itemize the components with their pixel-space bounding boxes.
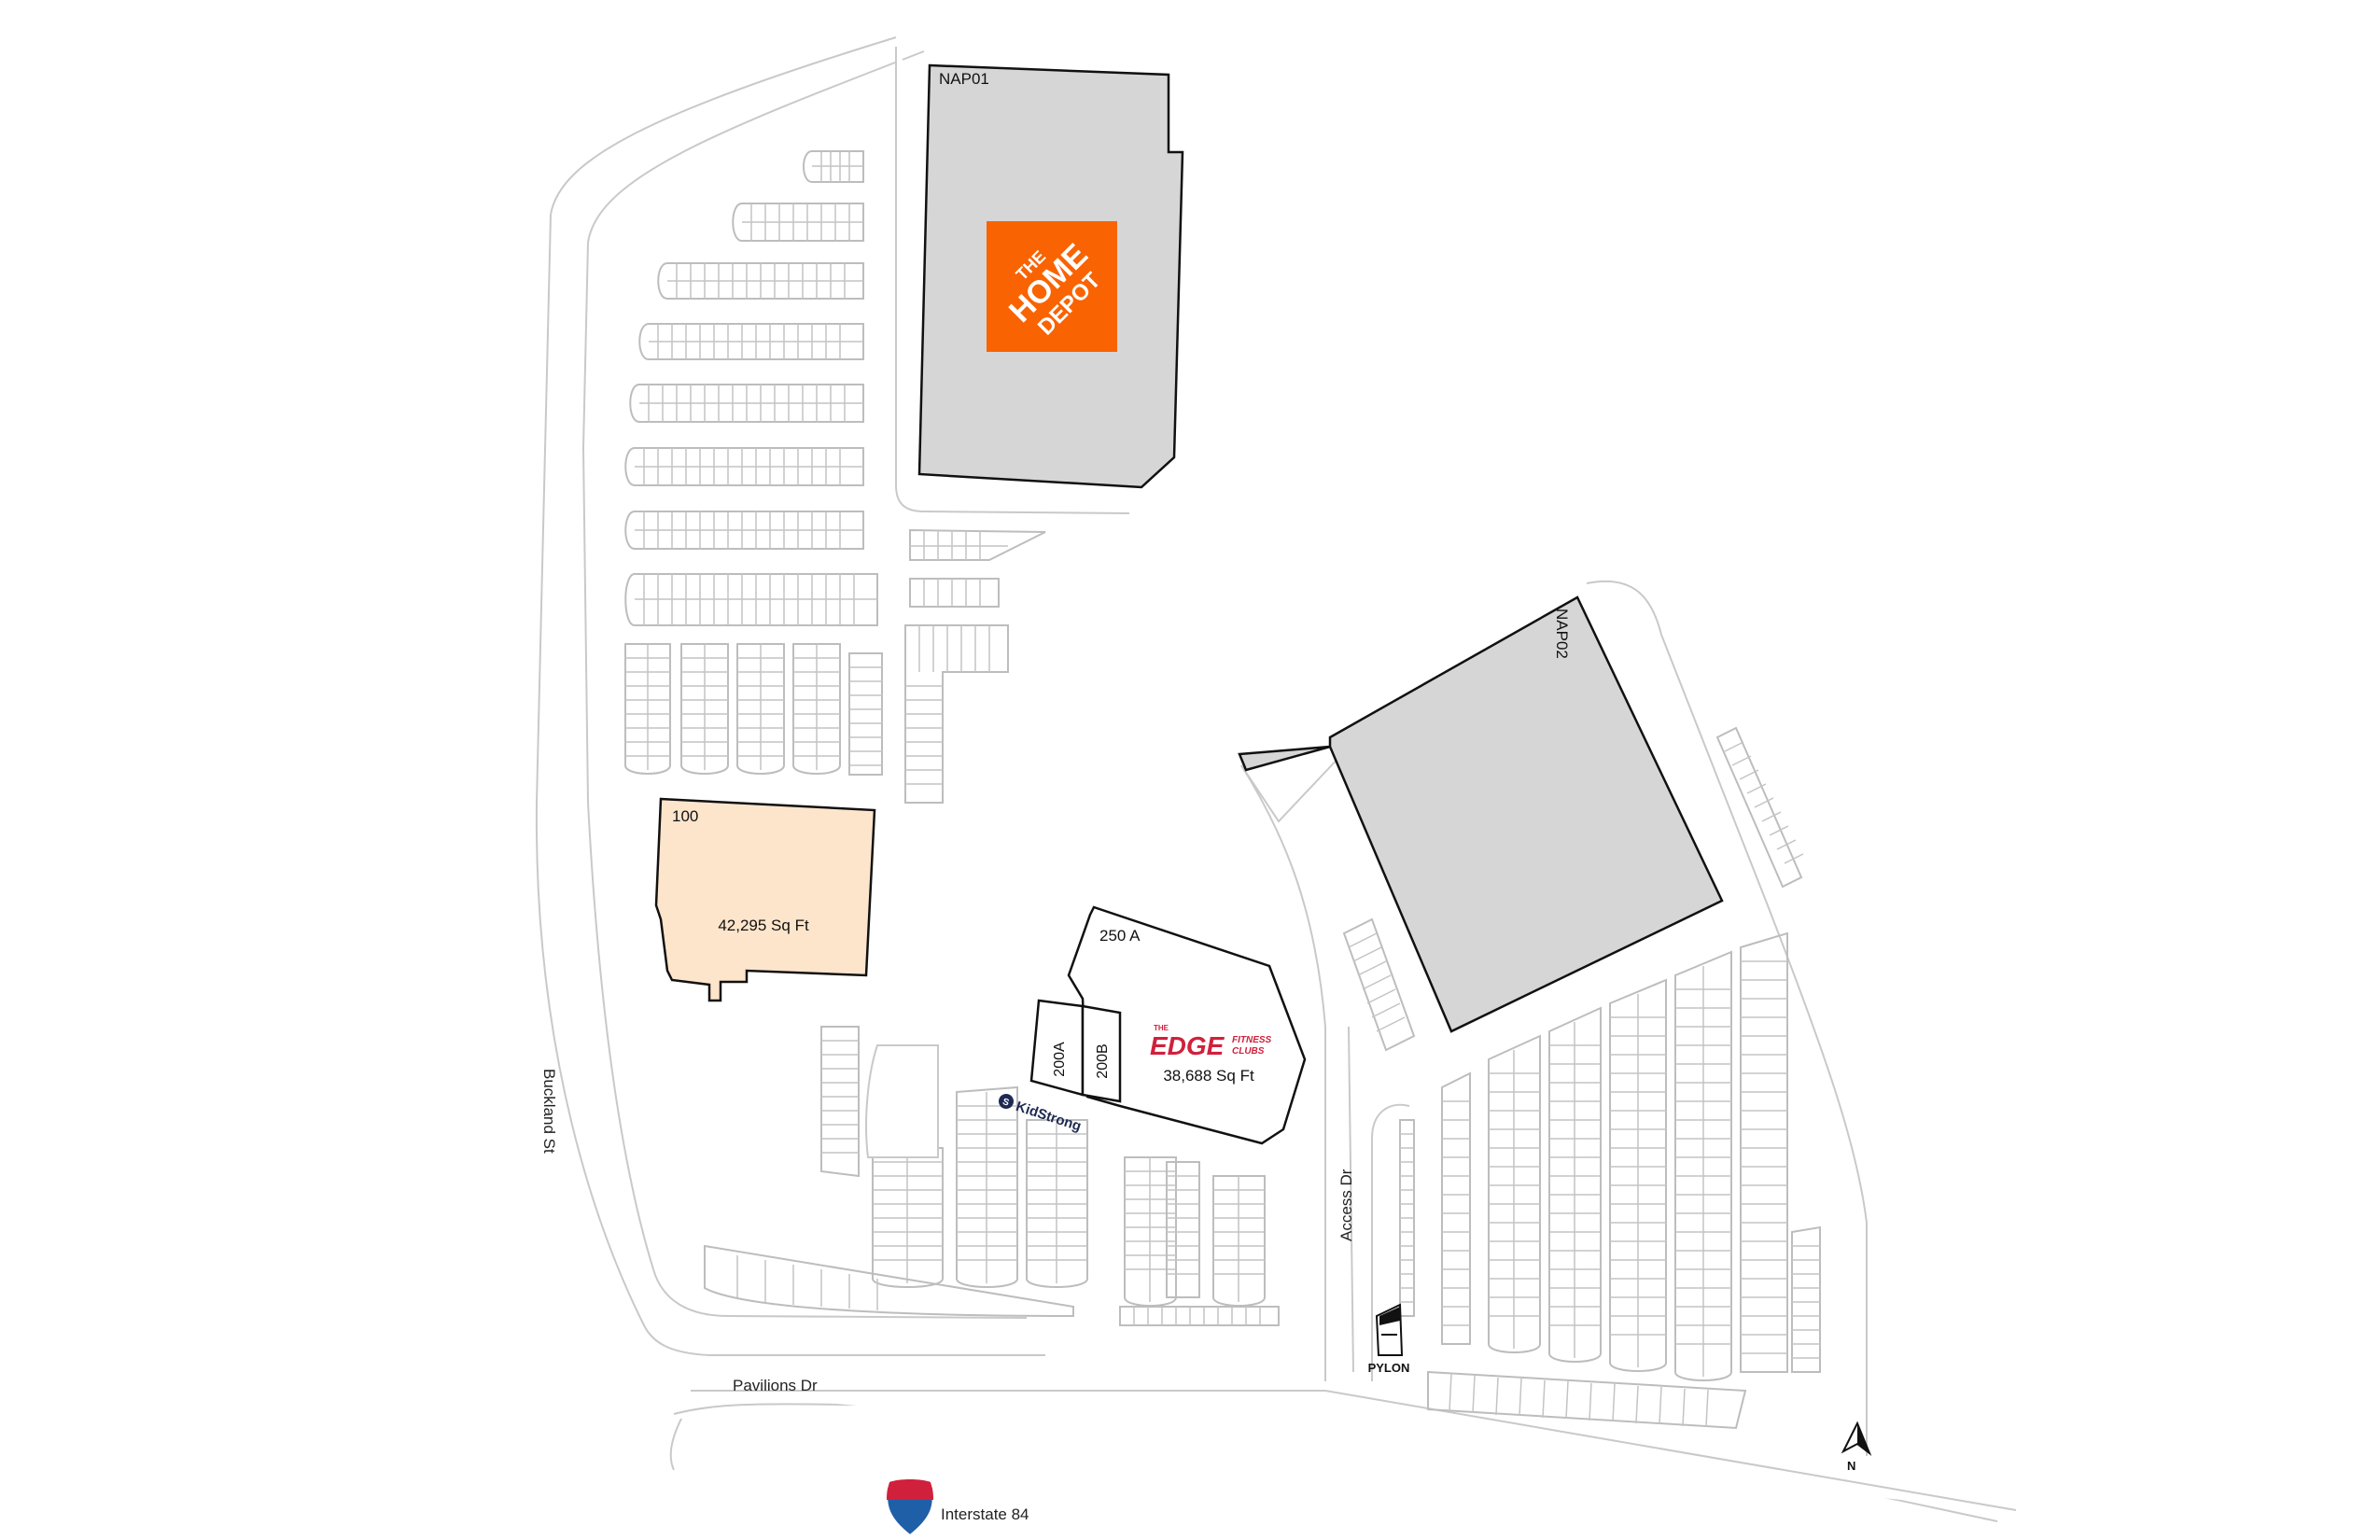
- interstate-shield-icon: [886, 1479, 934, 1537]
- north-arrow-icon: [1841, 1421, 1872, 1457]
- parking-row: [1674, 950, 1732, 1381]
- parking-row: [624, 573, 878, 626]
- pylon-sign-icon: [1375, 1303, 1404, 1356]
- parking-row: [820, 1026, 860, 1178]
- parking-row: [1212, 1175, 1266, 1307]
- parking-row: [1740, 931, 1788, 1373]
- parking-row: [624, 511, 864, 550]
- suite-label-200a: 200A: [1052, 1042, 1068, 1077]
- building-suite-200a[interactable]: 200A: [1029, 999, 1085, 1097]
- parking-row: [1609, 978, 1667, 1372]
- pavement-outlines: [535, 36, 2017, 1522]
- parking-row: [638, 323, 864, 360]
- kidstrong-badge-icon: [999, 1094, 1014, 1109]
- building-suite-250a[interactable]: 250 A 38,688 Sq Ft: [1067, 905, 1307, 1145]
- parking-row: [704, 1244, 1074, 1318]
- parking-row: [1488, 1034, 1541, 1353]
- building-nap02[interactable]: NAP02: [1238, 595, 1724, 1033]
- street-label-buckland: Buckland St: [540, 1069, 558, 1154]
- suite-label-250a: 250 A: [1099, 927, 1141, 945]
- parking-row: [1119, 1306, 1280, 1326]
- parking-row: [657, 262, 864, 300]
- parking-row: [792, 643, 841, 775]
- parking-row: [909, 578, 1000, 608]
- parking-row: [1026, 1119, 1088, 1288]
- parking-row: [736, 643, 785, 775]
- interstate-label: Interstate 84: [941, 1505, 1029, 1523]
- edge-logo-the: THE: [1154, 1024, 1169, 1032]
- suite-label-100: 100: [672, 807, 698, 825]
- parking-row: [904, 624, 1009, 804]
- access-dr-east-edge: [1348, 1026, 1410, 1381]
- parking-row: [956, 1085, 1018, 1288]
- street-label-access: Access Dr: [1337, 1169, 1355, 1241]
- parking-row: [1399, 1119, 1415, 1317]
- parking-row: [629, 384, 864, 423]
- suite-label-nap01: NAP01: [939, 70, 989, 88]
- pavilions-dr-inner: [691, 1390, 2017, 1511]
- pavilions-dr-edge: [669, 1403, 1998, 1522]
- home-depot-logo-bg: [987, 221, 1117, 352]
- kidstrong-badge-glyph: S: [1001, 1097, 1011, 1109]
- pylon-label: PYLON: [1368, 1361, 1410, 1375]
- parking-stalls: [624, 150, 1821, 1430]
- parking-row: [1548, 1006, 1602, 1363]
- suite-area-250a: 38,688 Sq Ft: [1163, 1067, 1254, 1085]
- building-suite-100[interactable]: 100 42,295 Sq Ft: [654, 797, 876, 1002]
- parking-row: [909, 528, 1046, 561]
- edge-logo-sub2: CLUBS: [1232, 1046, 1265, 1057]
- north-arrow-label: N: [1847, 1459, 1855, 1473]
- suite-area-100: 42,295 Sq Ft: [718, 917, 809, 934]
- parking-row: [803, 150, 864, 183]
- parking-row: [1441, 1071, 1471, 1345]
- parking-row: [732, 203, 864, 242]
- parking-row: [872, 1147, 944, 1288]
- home-depot-logo: THE HOME DEPOT: [987, 221, 1117, 352]
- suite-label-200b: 200B: [1095, 1043, 1111, 1078]
- edge-fitness-logo: THE EDGE FITNESS CLUBS: [1150, 1024, 1272, 1060]
- edge-logo-name: EDGE: [1150, 1031, 1225, 1060]
- street-label-pavilions: Pavilions Dr: [733, 1377, 818, 1394]
- parking-row: [1342, 917, 1416, 1052]
- edge-logo-sub1: FITNESS: [1232, 1035, 1272, 1045]
- parking-row: [848, 652, 883, 776]
- building-suite-200b[interactable]: 200B: [1081, 1004, 1122, 1103]
- parking-row: [1427, 1370, 1747, 1430]
- outparcel-pad: [865, 1044, 939, 1158]
- parking-row: [624, 447, 864, 486]
- parking-row: [1791, 1225, 1821, 1373]
- suite-label-nap02: NAP02: [1553, 609, 1571, 659]
- parking-row: [624, 643, 671, 775]
- kidstrong-logo-text: KidStrong: [1014, 1099, 1083, 1135]
- parking-row: [1715, 726, 1804, 889]
- parking-row: [680, 643, 729, 775]
- parking-row: [1166, 1161, 1200, 1298]
